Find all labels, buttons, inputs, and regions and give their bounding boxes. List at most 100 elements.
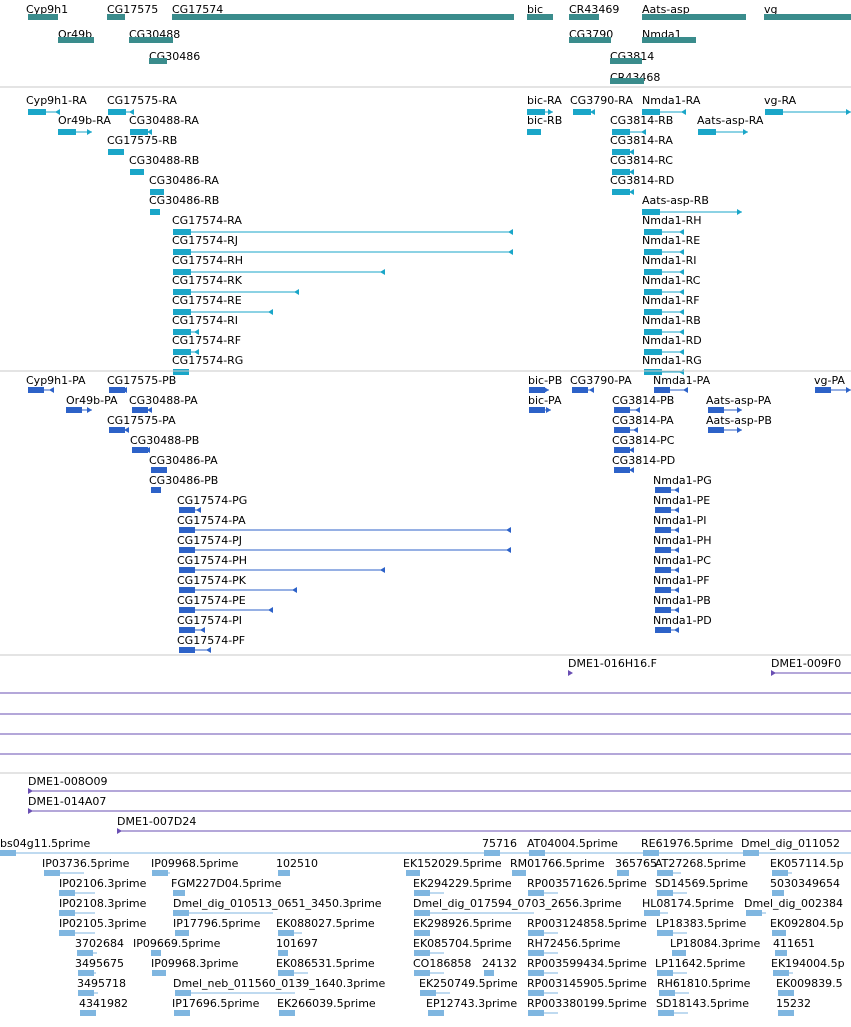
gene-cg17575-bar[interactable]	[107, 14, 125, 20]
protein-cg3790-pa-arrow[interactable]	[589, 387, 594, 393]
protein-cg17574-pk-arrow[interactable]	[292, 587, 297, 593]
protein-cg17574-pi-arrow[interactable]	[200, 627, 205, 633]
est-ip09669-5prime-block[interactable]	[151, 950, 161, 956]
est-3495675-block[interactable]	[78, 970, 94, 976]
protein-nmda1-pg-exon[interactable]	[655, 487, 671, 493]
protein-nmda1-pe-arrow[interactable]	[674, 507, 679, 513]
protein-nmda1-pe-exon[interactable]	[655, 507, 671, 513]
gene-cr43469-bar[interactable]	[569, 14, 599, 20]
protein-cg17574-ph-arrow[interactable]	[380, 567, 385, 573]
est-ip17796-5prime-block[interactable]	[175, 930, 189, 936]
est-24132-block[interactable]	[484, 970, 494, 976]
protein-cg17574-pf-arrow[interactable]	[206, 647, 211, 653]
est-4341982-block[interactable]	[80, 1010, 96, 1016]
transcript-nmda1-ra-exon[interactable]	[642, 109, 660, 115]
protein-cyp9h1-pa-exon[interactable]	[28, 387, 44, 393]
transcript-nmda1-ri-arrow[interactable]	[679, 269, 684, 275]
est-ip09968-3prime-block[interactable]	[152, 970, 166, 976]
est-ip02106-3prime-block[interactable]	[59, 890, 75, 896]
protein-nmda1-pc-exon[interactable]	[655, 567, 671, 573]
est-ek009839-5-block[interactable]	[778, 990, 794, 996]
est-5030349654-block[interactable]	[772, 890, 784, 896]
protein-nmda1-ph-arrow[interactable]	[674, 547, 679, 553]
transcript-cg3814-rd-exon[interactable]	[612, 189, 630, 195]
transcript-cg17575-ra-exon[interactable]	[108, 109, 126, 115]
protein-bic-pb-arrow[interactable]	[544, 387, 549, 393]
protein-cg30488-pb-arrow[interactable]	[145, 447, 150, 453]
est-ek085704-5prime-block[interactable]	[414, 950, 430, 956]
transcript-cg30486-rb-arrow[interactable]	[155, 209, 160, 215]
transcript-cg17574-ra-arrow[interactable]	[508, 229, 513, 235]
protein-cg3790-pa-exon[interactable]	[572, 387, 588, 393]
transcript-or49b-ra-arrow[interactable]	[87, 129, 92, 135]
gene-cg30486-bar[interactable]	[149, 58, 167, 64]
est-ek298926-5prime-block[interactable]	[414, 930, 430, 936]
protein-nmda1-pa-exon[interactable]	[654, 387, 670, 393]
est-dmel-dig-011052-block[interactable]	[743, 850, 759, 856]
protein-cg30486-pb-arrow[interactable]	[156, 487, 161, 493]
transcript-nmda1-rh-exon[interactable]	[644, 229, 662, 235]
est-ek092804-5p-block[interactable]	[772, 930, 786, 936]
transcript-nmda1-rc-exon[interactable]	[644, 289, 662, 295]
transcript-cyp9h1-ra-arrow[interactable]	[55, 109, 60, 115]
gene-vg-bar[interactable]	[764, 14, 851, 20]
protein-cg17574-pa-exon[interactable]	[179, 527, 195, 533]
gene-cyp9h1-bar[interactable]	[28, 14, 58, 20]
protein-bic-pa-exon[interactable]	[529, 407, 545, 413]
transcript-vg-ra-exon[interactable]	[765, 109, 783, 115]
protein-bic-pb-exon[interactable]	[529, 387, 545, 393]
transcript-bic-rb-exon[interactable]	[527, 129, 541, 135]
protein-cg30488-pa-exon[interactable]	[132, 407, 148, 413]
transcript-cg30488-ra-exon[interactable]	[130, 129, 148, 135]
protein-nmda1-ph-exon[interactable]	[655, 547, 671, 553]
gene-nmda1-bar[interactable]	[642, 37, 696, 43]
protein-nmda1-pi-arrow[interactable]	[674, 527, 679, 533]
transcript-cyp9h1-ra-exon[interactable]	[28, 109, 46, 115]
transcript-nmda1-ra-arrow[interactable]	[681, 109, 686, 115]
protein-cg17574-pe-exon[interactable]	[179, 607, 195, 613]
transcript-cg17574-ri-arrow[interactable]	[194, 329, 199, 335]
transcript-nmda1-rg-exon[interactable]	[644, 369, 662, 375]
transcript-cg3814-ra-arrow[interactable]	[629, 149, 634, 155]
gene-or49b-bar[interactable]	[58, 37, 94, 43]
transcript-cg17574-rj-exon[interactable]	[173, 249, 191, 255]
est-102510-block[interactable]	[278, 870, 290, 876]
est-rp003380199-5prime-block[interactable]	[528, 1010, 544, 1016]
protein-cg17574-pj-arrow[interactable]	[506, 547, 511, 553]
est-ek088027-5prime-block[interactable]	[278, 930, 294, 936]
est-dmel-dig-002384-block[interactable]	[746, 910, 762, 916]
protein-nmda1-pc-arrow[interactable]	[674, 567, 679, 573]
transcript-cg17574-rf-arrow[interactable]	[194, 349, 199, 355]
protein-cg3814-pb-arrow[interactable]	[635, 407, 640, 413]
protein-cg30488-pa-arrow[interactable]	[147, 407, 152, 413]
protein-cg3814-pd-exon[interactable]	[614, 467, 630, 473]
est-dmel-dig-010513-0651-3450-3prime-block[interactable]	[173, 910, 189, 916]
est-at27268-5prime-block[interactable]	[657, 870, 673, 876]
est-dmel-dig-017594-0703-2656-3prime-block[interactable]	[414, 910, 430, 916]
est-hl08174-5prime-block[interactable]	[644, 910, 660, 916]
protein-cg17575-pa-arrow[interactable]	[124, 427, 129, 433]
est-ek294229-5prime-block[interactable]	[414, 890, 430, 896]
protein-or49b-pa-arrow[interactable]	[87, 407, 92, 413]
est-ip02105-3prime-block[interactable]	[59, 930, 75, 936]
gene-cg3814-bar[interactable]	[610, 58, 642, 64]
est-co186858-block[interactable]	[414, 970, 430, 976]
est-ek194004-5p-block[interactable]	[773, 970, 789, 976]
transcript-cg3814-rc-arrow[interactable]	[629, 169, 634, 175]
transcript-nmda1-rd-exon[interactable]	[644, 349, 662, 355]
est-lp18383-5prime-block[interactable]	[657, 930, 673, 936]
transcript-nmda1-re-arrow[interactable]	[679, 249, 684, 255]
protein-vg-pa-arrow[interactable]	[846, 387, 851, 393]
protein-cg17574-pa-arrow[interactable]	[506, 527, 511, 533]
protein-cg17574-ph-exon[interactable]	[179, 567, 195, 573]
protein-cg3814-pd-arrow[interactable]	[629, 467, 634, 473]
transcript-aats-asp-rb-exon[interactable]	[642, 209, 660, 215]
clone-dme1-008o09-arrow[interactable]	[28, 788, 33, 794]
est-rp003124858-5prime-block[interactable]	[528, 930, 544, 936]
est-sd18143-5prime-block[interactable]	[658, 1010, 674, 1016]
transcript-or49b-ra-exon[interactable]	[58, 129, 76, 135]
protein-cg17574-pg-arrow[interactable]	[196, 507, 201, 513]
protein-cg30486-pa-exon[interactable]	[151, 467, 167, 473]
est-dmel-neb-011560-0139-1640-3prime-block[interactable]	[175, 990, 191, 996]
transcript-cg17574-re-exon[interactable]	[173, 309, 191, 315]
